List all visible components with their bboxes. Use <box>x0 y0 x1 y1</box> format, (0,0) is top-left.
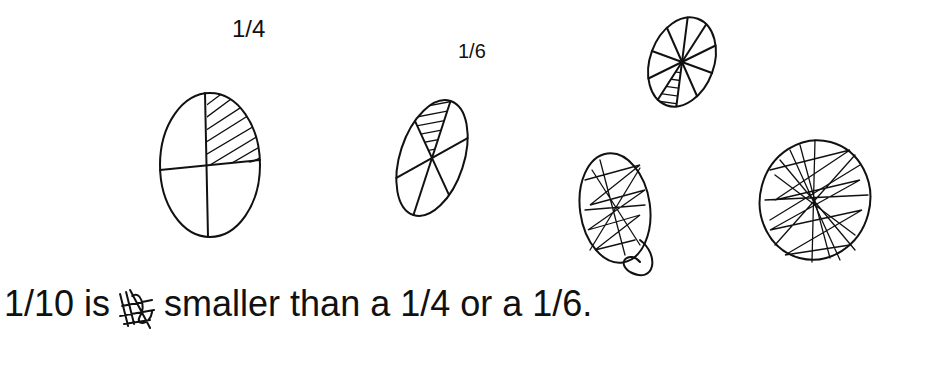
quarter-circle <box>160 160 260 170</box>
scribbled-circle <box>573 149 658 276</box>
shading <box>393 88 456 178</box>
tenth-circle <box>648 28 715 96</box>
scribbled-circle <box>765 140 868 262</box>
tenth-circle <box>636 8 728 116</box>
fraction-label: 1/4 <box>232 16 265 42</box>
shading <box>653 65 692 110</box>
sixth-circle <box>383 91 481 225</box>
fraction-label: 1/6 <box>458 40 486 62</box>
crossed-out-word <box>120 290 154 328</box>
scribbled-circle <box>624 240 653 275</box>
scribbled-circle <box>746 128 883 272</box>
scribbled-circle <box>770 145 860 258</box>
scribbled-circle <box>746 128 883 272</box>
crossed-out-word <box>120 290 154 328</box>
shading <box>393 88 456 178</box>
sentence-text: 1/10 is <box>4 284 110 324</box>
sixth-circle <box>380 88 481 225</box>
scribbled-circle <box>573 149 658 268</box>
quarter-circle <box>160 80 268 237</box>
tenth-circle <box>648 28 715 96</box>
sentence-text: smaller than a 1/4 or a 1/6. <box>164 284 592 324</box>
shading <box>200 80 268 170</box>
scribbled-circle <box>585 160 645 255</box>
shading <box>653 65 692 110</box>
tenth-circle <box>636 8 728 116</box>
shading <box>200 80 268 170</box>
